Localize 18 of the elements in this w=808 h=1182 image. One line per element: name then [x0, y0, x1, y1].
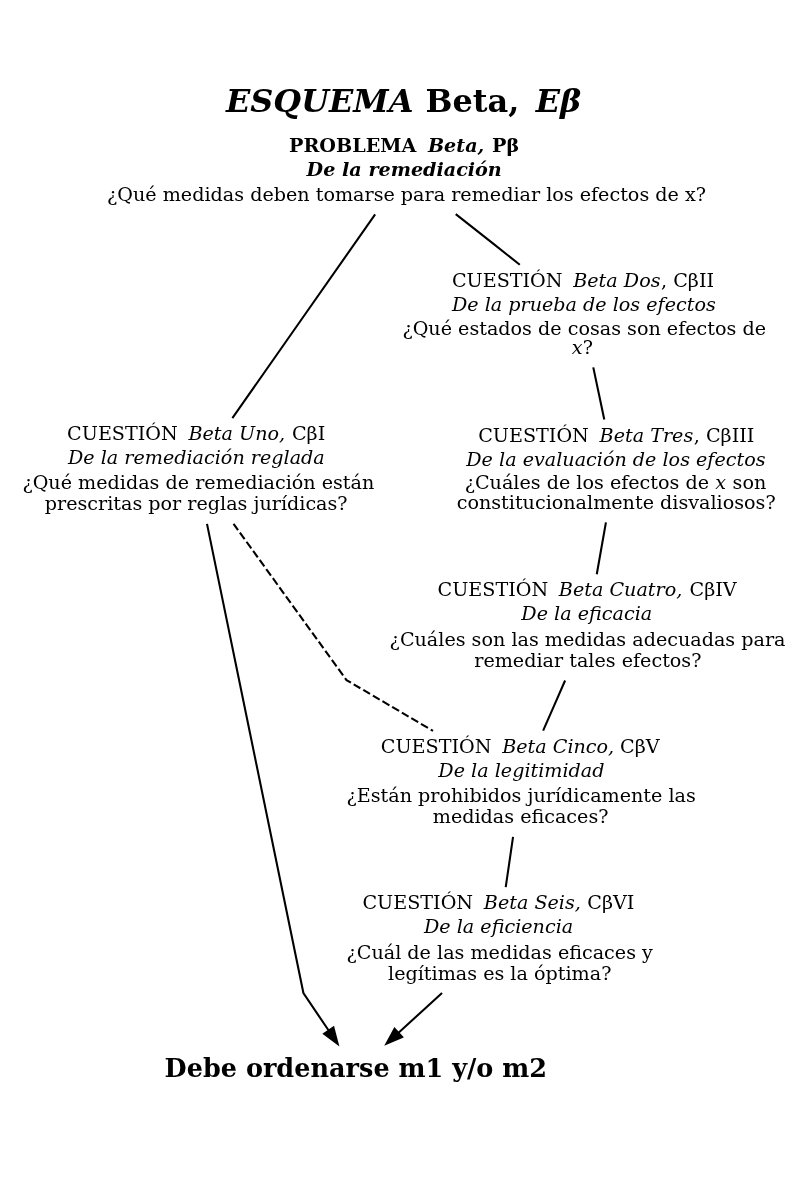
node-text: CUESTIÓN Beta Cinco, CβV De la legitimidad ¿Están prohibidos jurídicamente las medidas eficaces? [346, 734, 696, 828]
node-text: CUESTIÓN Beta Cuatro, CβIV De la eficacia ¿Cuáles son las medidas adecuadas para remediar tales efectos? [389, 577, 786, 672]
connector [232, 522, 434, 732]
diagram-title: ESQUEMA Beta, Eβ [225, 81, 582, 120]
connector [231, 213, 376, 419]
node-text: PROBLEMA Beta, Pβ De la remediación ¿Qué medidas deben tomarse para remediar los efectos de x? [107, 133, 707, 206]
node-text: CUESTIÓN Beta Tres, CβIII De la evaluación de los efectos ¿Cuáles de los efectos de x son constitucionalmente disvaliosos? [456, 423, 776, 514]
node-text: CUESTIÓN Beta Dos, CβII De la prueba de los efectos ¿Qué estados de cosas son efectos de x? [402, 268, 767, 359]
node-text: Debe ordenarse m1 y/o m2 [164, 1052, 548, 1083]
connector [455, 212, 521, 265]
node-text: CUESTIÓN Beta Uno, CβI De la remediación reglada ¿Qué medidas de remediación están prescritas por reglas jurídicas? [22, 421, 375, 515]
arrow [384, 991, 443, 1046]
node-text: CUESTIÓN Beta Seis, CβVI De la eficiencia ¿Cuál de las medidas eficaces y legítimas es la óptima? [346, 890, 653, 985]
connector [504, 836, 515, 887]
connector [592, 366, 606, 420]
connector [595, 521, 607, 574]
arrow [206, 523, 340, 1046]
connector [542, 679, 567, 731]
